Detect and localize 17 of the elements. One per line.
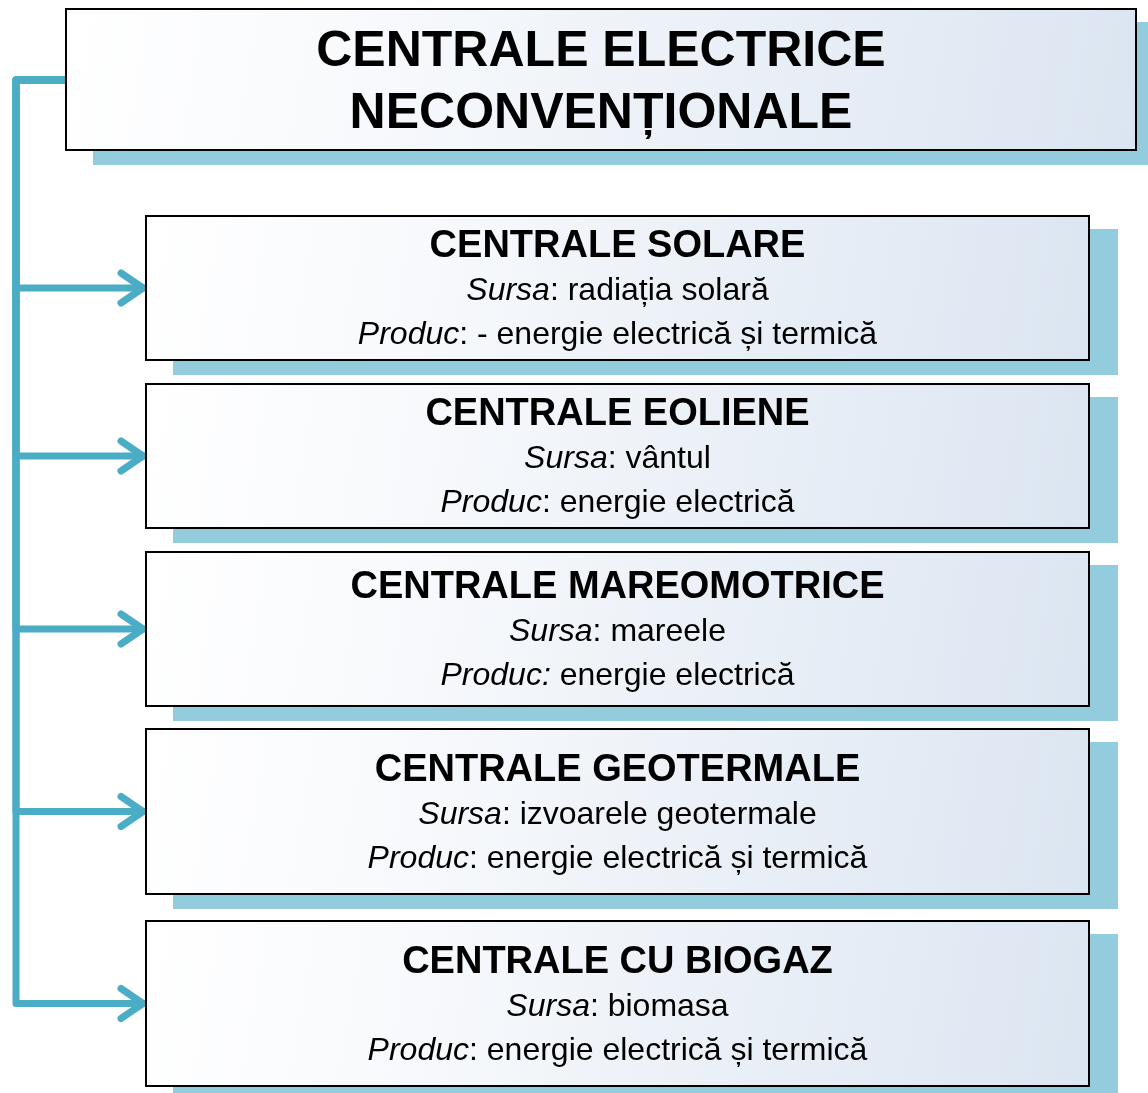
category-detail: Produc: energie electrică și termică bbox=[367, 837, 868, 877]
category-detail: Produc: - energie electrică și termică bbox=[357, 314, 878, 353]
category-heading: CENTRALE MAREOMOTRICE bbox=[350, 563, 885, 608]
category-heading: CENTRALE GEOTERMALE bbox=[374, 745, 861, 791]
node-heading: CENTRALE ELECTRICE NECONVENȚIONALE bbox=[315, 19, 887, 141]
category-detail: Sursa: mareele bbox=[509, 611, 726, 650]
category-heading: CENTRALE EOLIENE bbox=[425, 390, 810, 435]
category-detail: Sursa: izvoarele geotermale bbox=[418, 793, 817, 833]
category-detail: Produc: energie electrică bbox=[440, 655, 795, 694]
category-heading: CENTRALE CU BIOGAZ bbox=[402, 937, 833, 983]
arrow bbox=[12, 76, 147, 1022]
category-detail: Sursa: biomasa bbox=[506, 985, 729, 1025]
category-heading: CENTRALE SOLARE bbox=[429, 222, 806, 267]
category-detail: Produc: energie electrică și termică bbox=[367, 1029, 868, 1069]
category-detail: Sursa: vântul bbox=[524, 438, 711, 477]
category-detail: Produc: energie electrică bbox=[440, 482, 795, 521]
category-detail: Sursa: radiația solară bbox=[466, 270, 769, 309]
